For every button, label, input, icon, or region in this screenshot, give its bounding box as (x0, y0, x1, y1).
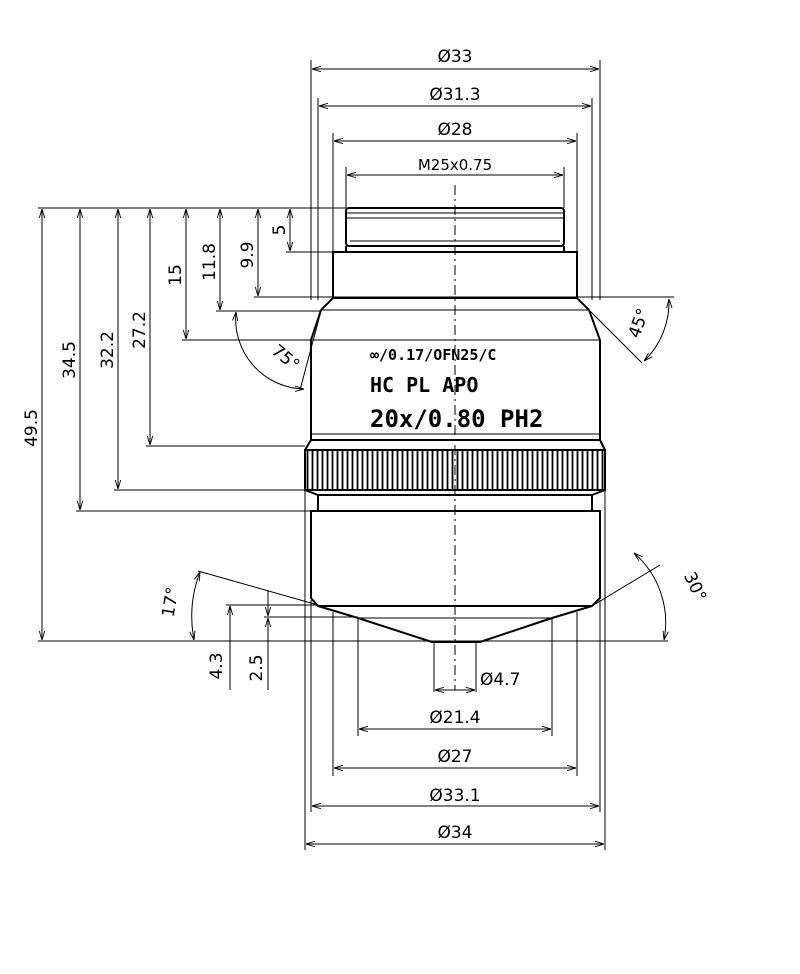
bottom-dimensions (304, 490, 606, 850)
dim-dia-21-4: Ø21.4 (429, 708, 480, 728)
front-cone (317, 605, 593, 643)
dim-h-34-5: 34.5 (60, 341, 80, 379)
dim-h-4-3: 4.3 (207, 652, 227, 679)
thread-section (345, 207, 565, 247)
angle-45-dim (588, 299, 669, 364)
dim-dia-33: Ø33 (437, 47, 472, 67)
engraving-line2: HC PL APO (370, 373, 478, 397)
left-dimensions (38, 207, 674, 642)
top-dimensions (310, 60, 601, 300)
dim-dia-34: Ø34 (437, 823, 472, 843)
angle-30-dim (591, 553, 666, 640)
dim-h-49-5: 49.5 (22, 409, 42, 447)
engraving-line3: 20x/0.80 PH2 (370, 405, 543, 433)
dim-h-9-9: 9.9 (238, 241, 258, 268)
dim-thread: M25x0.75 (418, 156, 492, 174)
dim-h-2-5: 2.5 (247, 654, 267, 681)
angle-75-dim (236, 310, 322, 390)
dim-dia-33-1: Ø33.1 (429, 786, 480, 806)
dim-dia-4-7: Ø4.7 (480, 670, 520, 690)
dim-angle-17: 17° (159, 586, 184, 619)
dim-h-27-2: 27.2 (130, 311, 150, 349)
dim-h-15: 15 (166, 264, 186, 286)
dim-angle-75: 75° (267, 341, 303, 376)
dim-angle-30: 30° (679, 569, 710, 605)
lens-body (304, 207, 606, 643)
dim-dia-28: Ø28 (437, 120, 472, 140)
dim-h-32-2: 32.2 (98, 331, 118, 369)
dim-dia-31-3: Ø31.3 (429, 85, 480, 105)
knurled-ring (304, 449, 606, 491)
engraving-line1: ∞/0.17/OFN25/C (370, 346, 496, 364)
dim-h-11-8: 11.8 (200, 243, 220, 281)
dim-h-5: 5 (270, 225, 290, 236)
dim-dia-27: Ø27 (437, 747, 472, 767)
dim-angle-45: 45° (625, 306, 654, 341)
